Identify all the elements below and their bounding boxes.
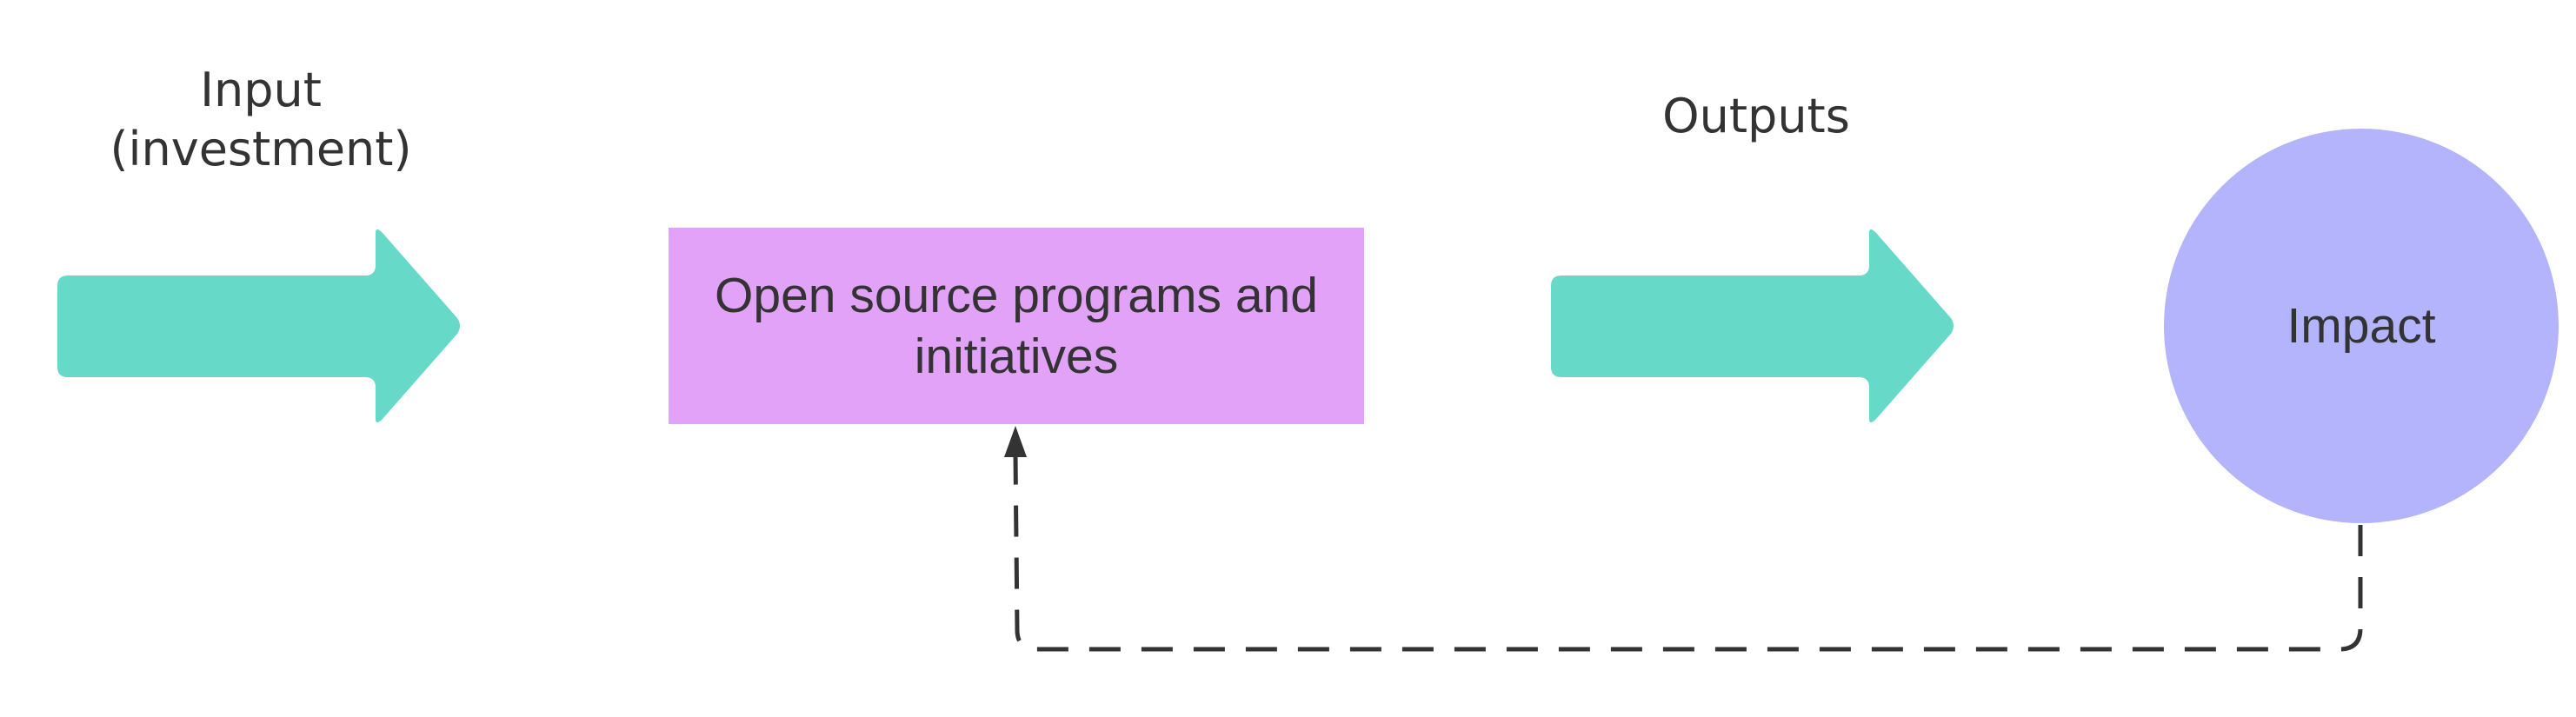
outputs-label: Outputs [1617, 87, 1895, 146]
programs-node: Open source programs and initiatives [669, 228, 1364, 424]
impact-node: Impact [2164, 129, 2559, 523]
feedback-connector [1013, 453, 2363, 652]
input-label-text: Input (investment) [110, 63, 412, 176]
input-arrow [57, 229, 460, 422]
outputs-label-text: Outputs [1662, 89, 1850, 143]
programs-node-label: Open source programs and initiatives [715, 267, 1318, 384]
feedback-arrowhead [1004, 426, 1027, 457]
impact-node-label: Impact [2286, 298, 2436, 354]
outputs-arrow [1551, 229, 1954, 422]
input-label: Input (investment) [74, 61, 448, 178]
